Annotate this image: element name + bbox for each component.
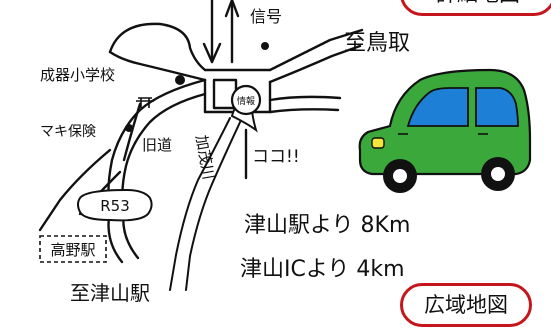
station-label: 高野駅 <box>50 241 95 259</box>
river-label: 加茂川 <box>192 134 218 181</box>
station-box <box>39 235 107 263</box>
shop-mark-label: 情報 <box>237 95 255 107</box>
distance-from-ic: 津山ICより 4km <box>240 257 405 282</box>
signal-dot-icon <box>261 42 269 50</box>
to-tottori-label: 至鳥取 <box>344 31 410 56</box>
wide-area-map-button[interactable]: 広域地図 <box>400 283 532 327</box>
car-icon <box>358 68 532 193</box>
school-dot-icon <box>175 75 185 85</box>
signal-label: 信号 <box>250 7 282 26</box>
route-badge: R53 <box>77 188 153 222</box>
torii-icon <box>136 97 154 108</box>
school-label: 成器小学校 <box>40 66 115 84</box>
distance-from-station: 津山駅より 8Km <box>244 213 410 238</box>
here-label: ココ!! <box>252 147 300 167</box>
route-label: R53 <box>100 197 130 215</box>
destination-pin-icon: 情報 <box>230 84 262 133</box>
old-road-label: 旧道 <box>142 136 172 154</box>
detail-map-button[interactable]: 詳細地図 <box>400 0 551 16</box>
insurance-dot-icon <box>125 124 133 132</box>
to-tsuyama-label: 至津山駅 <box>70 281 150 305</box>
insurance-label: マキ保険 <box>40 124 96 140</box>
